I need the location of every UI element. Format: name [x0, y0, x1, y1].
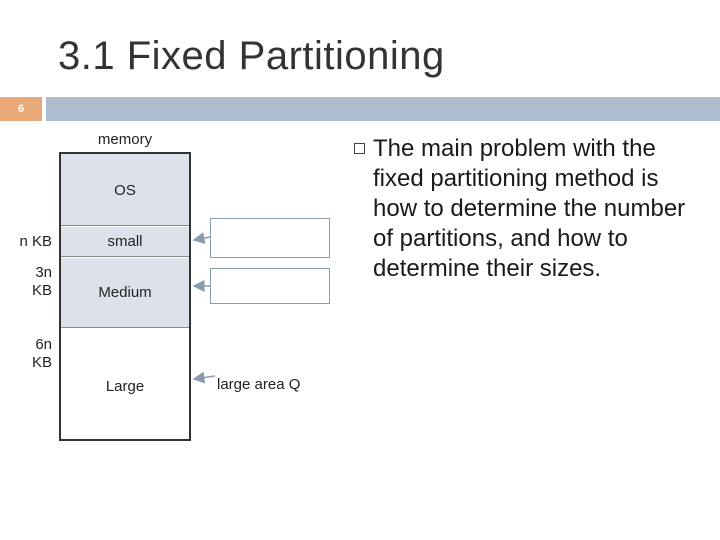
small-partition: [61, 227, 189, 257]
memory-column: [59, 152, 191, 441]
large-label: Large: [105, 378, 145, 395]
square-bullet-icon: [354, 143, 365, 154]
slide-title: 3.1 Fixed Partitioning: [58, 34, 445, 78]
size-label-6n-line2: KB: [31, 354, 52, 371]
large-queue-label: large area Q: [217, 376, 301, 393]
slide-number: 6: [17, 103, 25, 115]
medium-partition: [61, 258, 189, 328]
bullet-text: The main problem with the fixed partitio…: [373, 135, 686, 282]
os-partition: [61, 154, 189, 226]
os-label: OS: [114, 182, 136, 199]
slide-number-badge: [0, 97, 42, 121]
medium-queue-box: [210, 268, 330, 304]
size-label-3n-line1: 3n: [35, 264, 52, 281]
size-label-n: n KB: [19, 233, 52, 250]
small-label: small: [107, 233, 143, 250]
size-label-3n-line2: KB: [31, 282, 52, 299]
small-queue-arrow: [192, 232, 211, 244]
title-accent-bar: [46, 97, 720, 121]
small-queue-box: [210, 218, 330, 258]
size-label-6n-line1: 6n: [35, 336, 52, 353]
large-queue-arrow: [192, 371, 216, 384]
medium-label: Medium: [98, 284, 152, 301]
memory-label: memory: [97, 131, 153, 148]
